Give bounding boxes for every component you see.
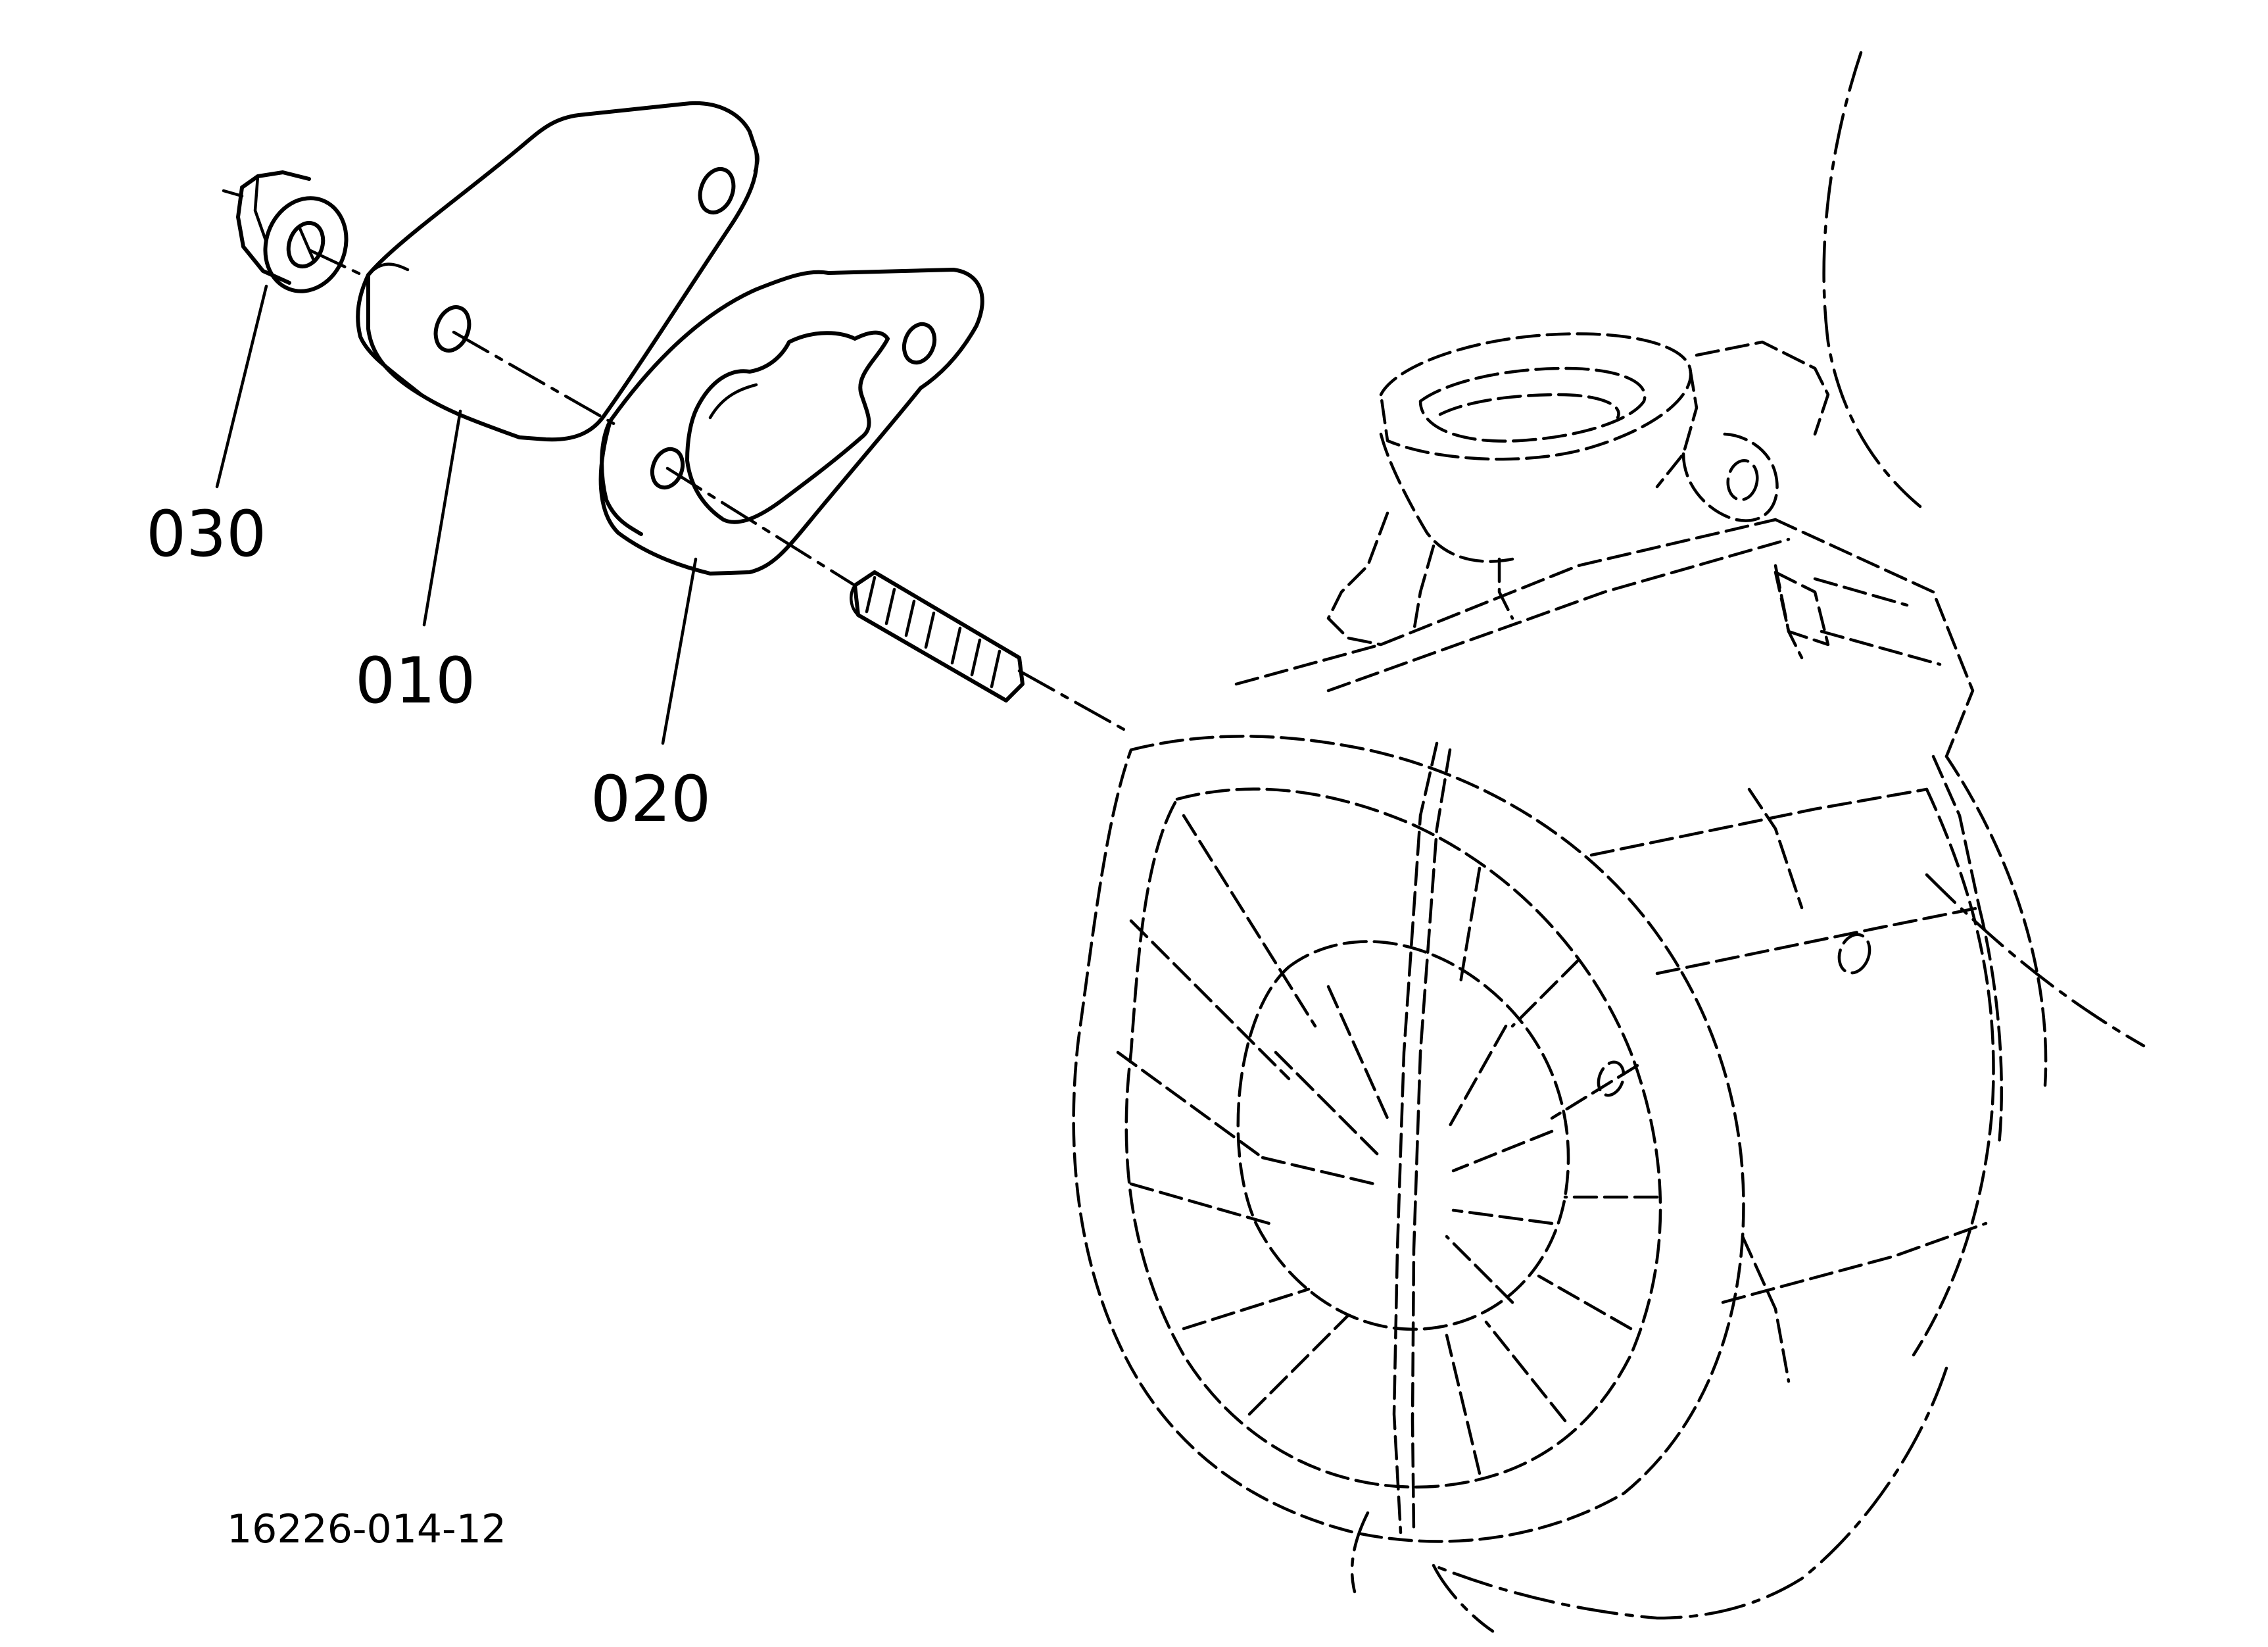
leader-010 xyxy=(422,409,462,627)
leader-020 xyxy=(661,557,698,745)
engine-housing-phantom xyxy=(1072,51,2146,1633)
part-010-cover-plate xyxy=(356,101,760,442)
part-030-nut xyxy=(222,170,349,293)
callout-030: 030 xyxy=(146,497,266,571)
stud-bolt xyxy=(850,570,1025,702)
callout-010: 010 xyxy=(355,644,475,718)
leader-030 xyxy=(215,284,268,489)
part-020-gasket xyxy=(598,268,984,576)
leader-lines xyxy=(215,284,698,745)
figure-code: 16226-014-12 xyxy=(227,1506,506,1552)
callout-020: 020 xyxy=(591,762,711,836)
assembly-center-line xyxy=(307,248,1133,735)
